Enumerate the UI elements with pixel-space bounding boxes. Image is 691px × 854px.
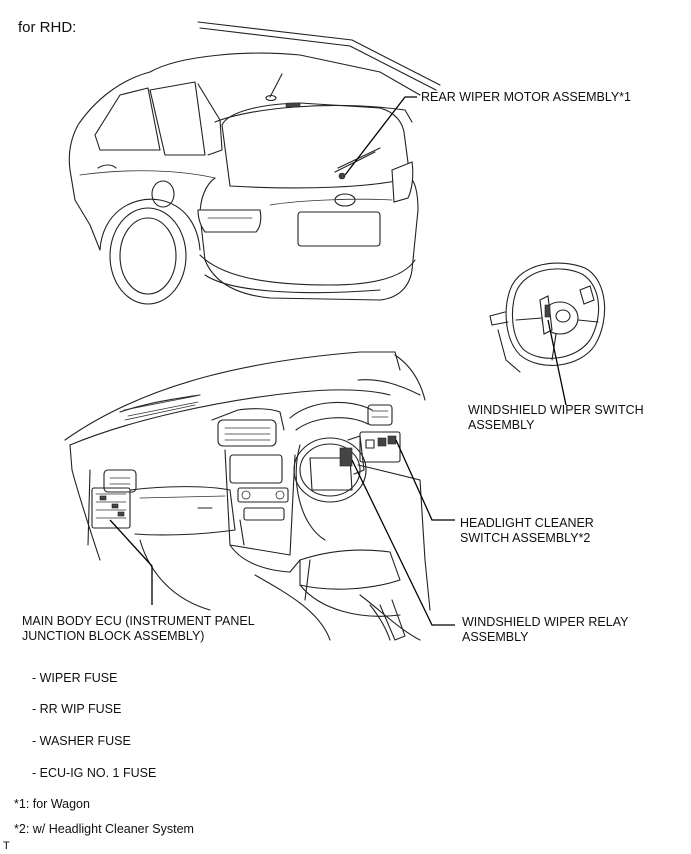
label-wiper-relay-line1: WINDSHIELD WIPER RELAY	[462, 615, 629, 629]
fuse-item: - WIPER FUSE	[32, 671, 118, 685]
label-rear-wiper-motor: REAR WIPER MOTOR ASSEMBLY*1	[421, 90, 632, 104]
page-heading: for RHD:	[18, 19, 77, 36]
steering-wheel-illustration	[489, 262, 606, 373]
label-wiper-relay-line2: ASSEMBLY	[462, 630, 529, 644]
label-headlight-cleaner-line2: SWITCH ASSEMBLY*2	[460, 531, 591, 545]
label-wiper-switch-line2: ASSEMBLY	[468, 418, 535, 432]
dashboard-illustration	[64, 351, 431, 641]
label-main-body-ecu-line2: JUNCTION BLOCK ASSEMBLY)	[22, 629, 205, 643]
rear-car-illustration	[68, 21, 441, 305]
footnote: *1: for Wagon	[14, 797, 90, 811]
footnote: *2: w/ Headlight Cleaner System	[14, 822, 194, 836]
label-main-body-ecu-line1: MAIN BODY ECU (INSTRUMENT PANEL	[22, 614, 255, 628]
fuse-item: - RR WIP FUSE	[32, 702, 122, 716]
label-headlight-cleaner-line1: HEADLIGHT CLEANER	[460, 516, 594, 530]
fuse-item: - WASHER FUSE	[32, 734, 131, 748]
label-wiper-switch-line1: WINDSHIELD WIPER SWITCH	[468, 403, 644, 417]
leader-lines	[109, 96, 567, 626]
corner-mark: T	[3, 840, 10, 852]
fuse-item: - ECU-IG NO. 1 FUSE	[32, 766, 157, 780]
